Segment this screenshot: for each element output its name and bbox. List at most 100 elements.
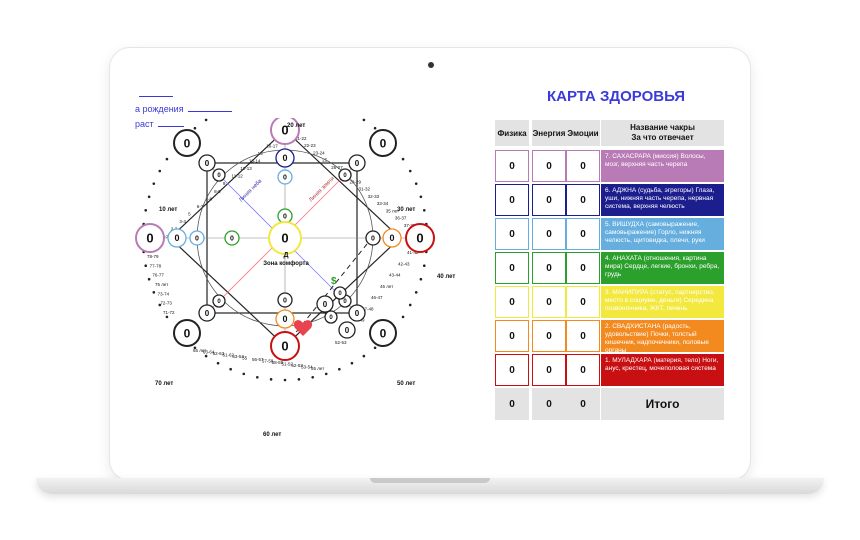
node-bottom-right-2-value: 0 [355,309,360,318]
age-tick-label: 36-37 [395,216,407,221]
age-dot [147,195,151,199]
cell-energy[interactable]: 0 [532,184,566,216]
node-money-1-circle [316,295,334,313]
age-dot [255,375,259,379]
age-tick-label: 28-29 [349,179,361,184]
node-top-right-3-value: 0 [343,173,347,179]
node-upper-green-value: 0 [283,214,287,221]
total-energy: 0 [532,388,566,420]
cell-emotions[interactable]: 0 [566,354,600,386]
age-tick-label: 7-8 [205,196,212,201]
age-dot [324,372,328,376]
age-tick-label: 42-43 [398,261,410,266]
node-money-1: 0 [316,295,334,313]
cell-physics[interactable]: 0 [495,218,529,250]
chakra-description: 1. МУЛАДХАРА (материя, тело) Ноги, анус,… [601,354,724,386]
age-tick-label: 63-64 [203,350,215,355]
age-dot [401,315,405,319]
node-top-3: 0 [277,169,293,185]
age-dot [242,372,246,376]
age-dot [362,354,366,358]
sky-line-label: Линия неба [238,178,264,204]
age-field[interactable] [157,118,184,127]
age-tick-label: 53-54 [301,365,313,370]
cell-energy[interactable]: 0 [532,150,566,182]
age-dot [165,157,169,161]
node-top-left-2-circle [198,154,216,172]
cell-emotions[interactable]: 0 [566,320,600,352]
screen: а рождения раст 1-22-33-456-77-88-9911-1… [135,78,724,446]
cell-emotions[interactable]: 0 [566,184,600,216]
node-top-right-value: 0 [380,136,387,150]
node-bottom-right-circle [369,319,397,347]
age-tick-label: 71-72 [163,310,175,315]
cell-physics[interactable]: 0 [495,354,529,386]
cell-emotions[interactable]: 0 [566,218,600,250]
age-tick-label: 11-12 [232,174,244,179]
cell-energy[interactable]: 0 [532,286,566,318]
chakra-description: 6. АДЖНА (судьба, эгрегоры) Глаза, уши, … [601,184,724,216]
age-tick-label: 55 лет [311,366,324,371]
node-left-3-value: 0 [195,236,199,243]
node-bottom-left-3-value: 0 [217,299,221,305]
birthdate-field[interactable] [187,103,232,112]
name-field[interactable] [139,88,173,97]
age-dot [362,118,366,122]
cell-emotions[interactable]: 0 [566,286,600,318]
node-inner-green: 0 [224,230,240,246]
cell-energy[interactable]: 0 [532,354,566,386]
node-bottom-3: 0 [277,292,293,308]
age-tick-label: 65 лет [193,348,206,353]
cell-energy[interactable]: 0 [532,252,566,284]
age-tick-label: 33-34 [377,201,389,206]
node-money-2: 0 [333,286,347,300]
age-dot [144,208,148,212]
node-center-circle [268,221,302,255]
node-center-value: 0 [281,231,288,246]
node-top-right-3-circle [338,168,352,182]
age-tick-label: 31-32 [359,187,371,192]
cell-physics[interactable]: 0 [495,150,529,182]
node-bottom-left-2-circle [198,304,216,322]
cell-physics[interactable]: 0 [495,184,529,216]
header-physics: Физика [495,120,529,146]
chakra-description: 3. МАНИПУРА (статус, партнерство, место … [601,286,724,318]
age-dot [229,367,232,371]
cell-energy[interactable]: 0 [532,320,566,352]
age-tick-label: 45 лет [380,284,393,289]
age-tick-label: 56-57 [252,357,264,362]
node-bottom-left: 0 [173,319,201,347]
node-top-circle [270,118,300,145]
node-love-1-circle [338,321,356,339]
age-dot [414,291,418,294]
age-tick-label: 47-48 [362,306,374,311]
age-tick-label: 55 [242,356,248,361]
node-bottom-right-2-circle [348,304,366,322]
age-dot [158,169,162,173]
age-tick-label: 58-59 [272,360,284,365]
age-dot [152,182,156,185]
cell-emotions[interactable]: 0 [566,252,600,284]
node-top-left-circle [173,129,201,157]
cell-emotions[interactable]: 0 [566,150,600,182]
node-left-2-circle [167,228,187,248]
cell-physics[interactable]: 0 [495,252,529,284]
header-chakra-name: Название чакры За что отвечает [601,120,724,146]
cell-physics[interactable]: 0 [495,286,529,318]
cell-energy[interactable]: 0 [532,218,566,250]
node-right-3: 0 [365,230,381,246]
age-dot [204,354,208,358]
chakra-description: 4. АНАХАТА (отношения, картина мира) Сер… [601,252,724,284]
node-top-3-value: 0 [283,175,287,182]
age-dot [408,169,412,173]
cell-physics[interactable]: 0 [495,320,529,352]
age-dot [283,378,287,382]
node-top-left-3-circle [212,168,226,182]
age-tick-label: 13-14 [249,159,261,164]
total-physics: 0 [495,388,529,420]
node-top-right-2: 0 [348,154,366,172]
money-sign-icon: $ [331,276,337,287]
age-tick-label: 62-63 [213,351,225,356]
node-bottom-left-3-circle [212,294,226,308]
age-dot [158,303,162,307]
